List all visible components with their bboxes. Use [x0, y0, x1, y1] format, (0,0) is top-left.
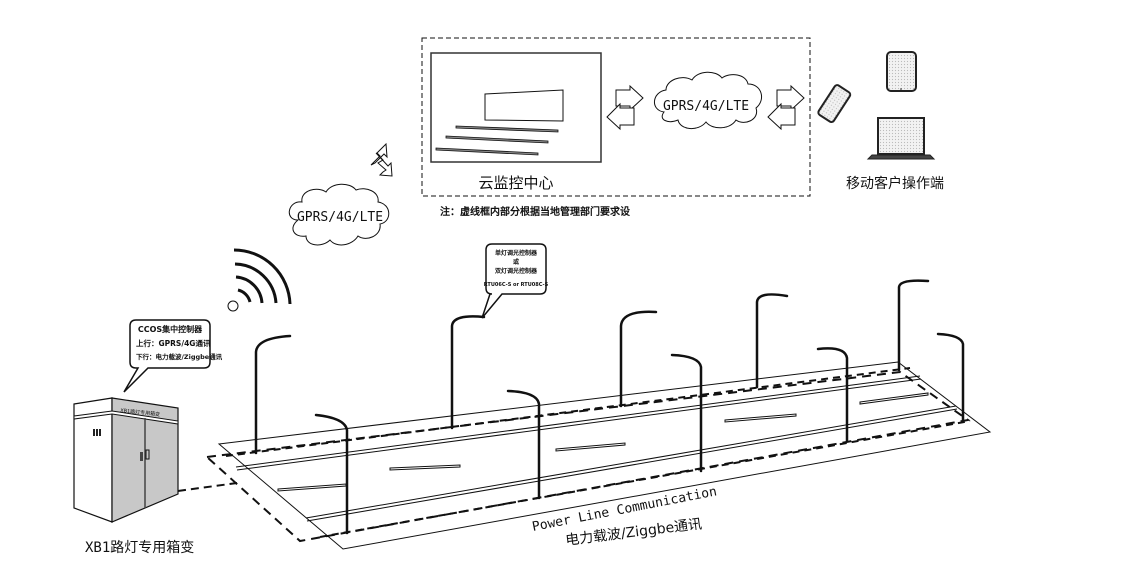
bubble-line1: 单灯调光控制器: [495, 249, 538, 257]
power-cable: [177, 482, 238, 492]
laptop-icon: [866, 117, 936, 160]
transformer-cabinet-icon: XB1路灯专用箱变: [73, 397, 179, 523]
concentrator-bubble: CCOS集中控制器 上行：GPRS/4G通讯 下行：电力载波/Ziggbe通讯: [123, 319, 223, 393]
road: [206, 361, 992, 550]
streetlight-icon: [755, 293, 789, 389]
bubble-uplink: 上行：GPRS/4G通讯: [136, 338, 211, 348]
streetlight-icon: [897, 279, 930, 372]
wireless-signal-icon: [227, 248, 292, 312]
bubble-downlink: 下行：电力载波/Ziggbe通讯: [136, 352, 223, 361]
bidirectional-arrows-icon: [606, 84, 644, 131]
mobile-clients-label: 移动客户操作端: [846, 175, 944, 192]
bidirectional-arrows-icon: [767, 84, 805, 131]
monitor-screen-icon: [430, 52, 602, 163]
streetlight-icon: [506, 389, 541, 500]
streetlight-icon: [816, 347, 849, 443]
frame-note: 注：虚线框内部分根据当地管理部门要求设: [440, 205, 630, 218]
cabinet-plate: XB1路灯专用箱变: [120, 407, 161, 418]
streetlights: [254, 279, 965, 535]
controller-bubble: 单灯调光控制器 或 双灯调光控制器 RTU06C-S or RTU08C-S: [481, 243, 549, 319]
cabinet-label: XB1路灯专用箱变: [85, 540, 194, 556]
streetlight-icon: [619, 310, 658, 408]
network-cloud-top: GPRS/4G/LTE: [654, 71, 763, 129]
bubble-line2: 或: [513, 258, 519, 266]
diagonal-arrows-icon: [370, 142, 393, 177]
bubble-line4: RTU06C-S or RTU08C-S: [484, 282, 549, 288]
tablet-icon: [886, 51, 917, 92]
cloud-center-frame: [421, 37, 811, 197]
cloud-left-label: GPRS/4G/LTE: [297, 210, 383, 225]
bubble-title: CCOS集中控制器: [138, 324, 203, 334]
streetlight-icon: [450, 315, 486, 430]
bubble-line3: 双灯调光控制器: [495, 267, 538, 275]
cloud-center-label: 云监控中心: [478, 174, 553, 192]
streetlight-icon: [670, 353, 703, 473]
streetlight-icon: [936, 332, 965, 422]
streetlight-icon: [314, 413, 349, 535]
streetlight-icon: [254, 334, 292, 455]
network-cloud-left: GPRS/4G/LTE: [288, 183, 390, 246]
cloud-top-label: GPRS/4G/LTE: [663, 99, 749, 114]
phone-icon: [817, 84, 852, 124]
